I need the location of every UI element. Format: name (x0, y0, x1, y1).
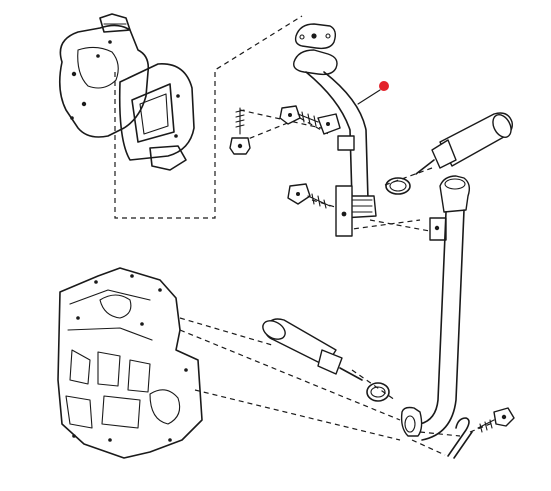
reference-marker (379, 81, 389, 91)
bolt-upper-middle (279, 105, 319, 127)
bolt-upper-left (229, 107, 251, 155)
hose-pipe (400, 175, 471, 441)
oil-return-pipe (293, 49, 377, 237)
hook-clamp (447, 417, 473, 459)
engine-block (57, 267, 203, 459)
o-ring-upper (385, 177, 411, 195)
bolt-lower-middle (287, 183, 331, 209)
sealant-tube-upper (415, 112, 513, 175)
marker-leader (357, 89, 381, 105)
turbocharger (58, 13, 195, 171)
bolt-lower-right (477, 407, 515, 433)
o-ring-lower (366, 382, 390, 402)
sealant-tube-lower (262, 318, 363, 381)
clip (317, 113, 341, 135)
gasket-top (294, 23, 337, 50)
